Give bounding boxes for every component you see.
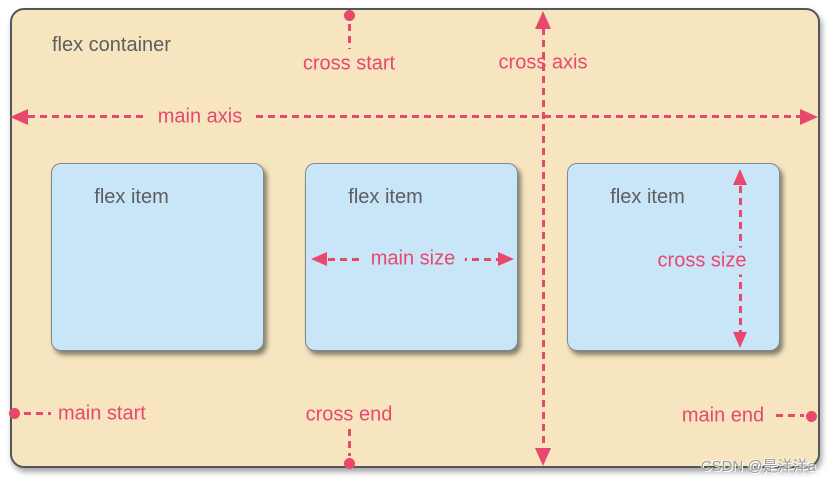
main-start-label: main start xyxy=(58,402,146,425)
cross-start-label: cross start xyxy=(302,52,396,75)
main-start-dot xyxy=(9,408,20,419)
cross-size-top-arrowhead xyxy=(733,169,747,185)
main-end-line xyxy=(776,414,804,417)
cross-start-dot xyxy=(344,10,355,21)
csdn-watermark: CSDN @是洋洋a xyxy=(700,458,816,475)
main-axis-right-arrowhead xyxy=(800,109,818,125)
flex-item-1: flex item xyxy=(51,163,264,351)
cross-end-dot xyxy=(344,458,355,469)
main-end-dot xyxy=(806,411,817,422)
flex-item-1-label: flex item xyxy=(94,186,169,208)
main-size-label: main size xyxy=(360,247,466,271)
flex-item-2-label: flex item xyxy=(348,186,423,208)
main-size-left-arrowhead xyxy=(311,252,327,266)
cross-size-bottom-arrowhead xyxy=(733,332,747,348)
flex-item-3-label: flex item xyxy=(610,186,685,208)
cross-start-line xyxy=(348,24,351,49)
main-axis-label: main axis xyxy=(143,105,257,129)
cross-end-line xyxy=(348,429,351,456)
cross-size-label: cross size xyxy=(649,247,755,275)
cross-axis-top-arrowhead xyxy=(535,11,551,29)
cross-axis-line xyxy=(542,28,545,449)
main-end-label: main end xyxy=(681,404,765,427)
main-axis-line xyxy=(28,115,800,118)
cross-axis-label: cross axis xyxy=(498,51,588,74)
main-size-right-arrowhead xyxy=(498,252,514,266)
cross-axis-bottom-arrowhead xyxy=(535,448,551,466)
flex-container-label: flex container xyxy=(52,34,171,56)
main-axis-left-arrowhead xyxy=(10,109,28,125)
main-start-line xyxy=(24,412,51,415)
cross-end-label: cross end xyxy=(305,403,393,426)
